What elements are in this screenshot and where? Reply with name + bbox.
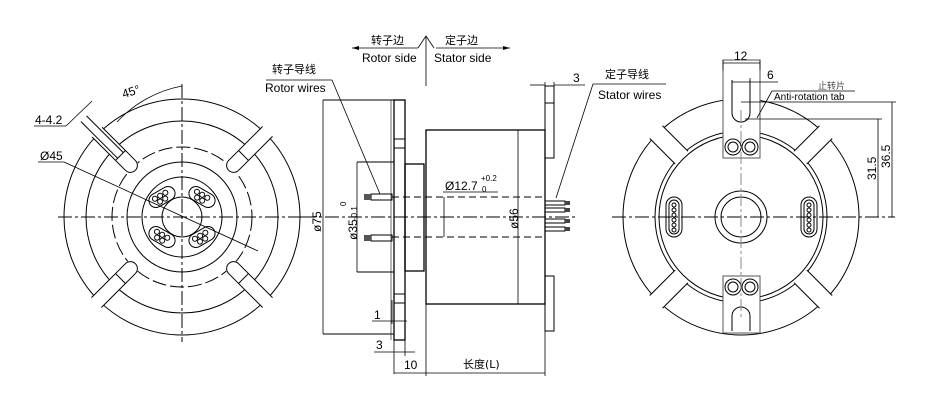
anti-rotation-tab-top [722,59,761,159]
stator-pins [544,200,570,232]
flange-dia-label: ø75 [310,211,324,232]
rotor-wires-en: Rotor wires [265,81,326,95]
spigot-tol-upper: 0 [339,201,348,206]
bolt-circle-label: Ø45 [40,149,63,163]
slot-extension [80,115,124,159]
front-view: 45° 4-4.2 Ø45 [34,82,306,342]
rotor-wires-cn: 转子导线 [272,62,316,76]
anti-rotation-leader [756,90,773,119]
mounting-slots [91,126,273,308]
stator-wires-cn: 定子导线 [605,67,649,81]
anti-rotation-en: Anti-rotation tab [774,92,845,103]
bore-tol-upper: +0.2 [481,174,497,183]
angle-label: 45° [120,82,142,101]
stator-tab-bottom [544,275,555,332]
stator-side-en: Stator side [434,51,492,65]
hub-length-label: 10 [404,358,418,372]
spigot-dia-label: ø35 [346,219,360,240]
slot-width-label: 6 [767,68,774,82]
anti-rotation-cn: 止转片 [818,80,845,92]
stator-wires-leader [555,83,594,199]
tab-height-label: 36.5 [879,144,893,168]
rear-view: 12 6 止转片 Anti-rotation tab 31.5 36.5 [612,49,896,336]
holes-label: 4-4.2 [35,113,63,127]
slot-center-label: 31.5 [865,156,879,180]
rotor-side-cn: 转子边 [371,33,404,47]
rotor-side-en: Rotor side [362,51,417,65]
rear-gaps [649,125,833,309]
body-dia-label: ø56 [507,208,521,229]
stator-side-cn: 定子边 [445,33,478,47]
side-view: 转子边 Rotor side 定子边 Stator side 转子导线 Roto… [265,33,666,376]
stator-tab-top [544,85,555,159]
bolt-circle-leader [63,161,259,252]
stator-wires-en: Stator wires [598,88,661,102]
bore-tol-lower: 0 [482,185,487,194]
rim-gaps [89,124,105,140]
rotor-wires-leader [331,79,381,195]
tab-width-label: 12 [734,49,748,63]
wire-bundles [148,186,216,248]
flange-thickness-label: 3 [376,338,383,352]
gap-label: 1 [374,308,381,322]
rotor-flange [393,99,406,341]
spigot-tol-lower: -0.1 [350,206,359,220]
angle-arc [116,85,183,123]
holes-leader [65,100,93,127]
length-label: 长度(L) [463,357,500,371]
tab-thickness-label: 3 [573,71,580,85]
bore-dia-label: Ø12.7 [445,179,478,193]
